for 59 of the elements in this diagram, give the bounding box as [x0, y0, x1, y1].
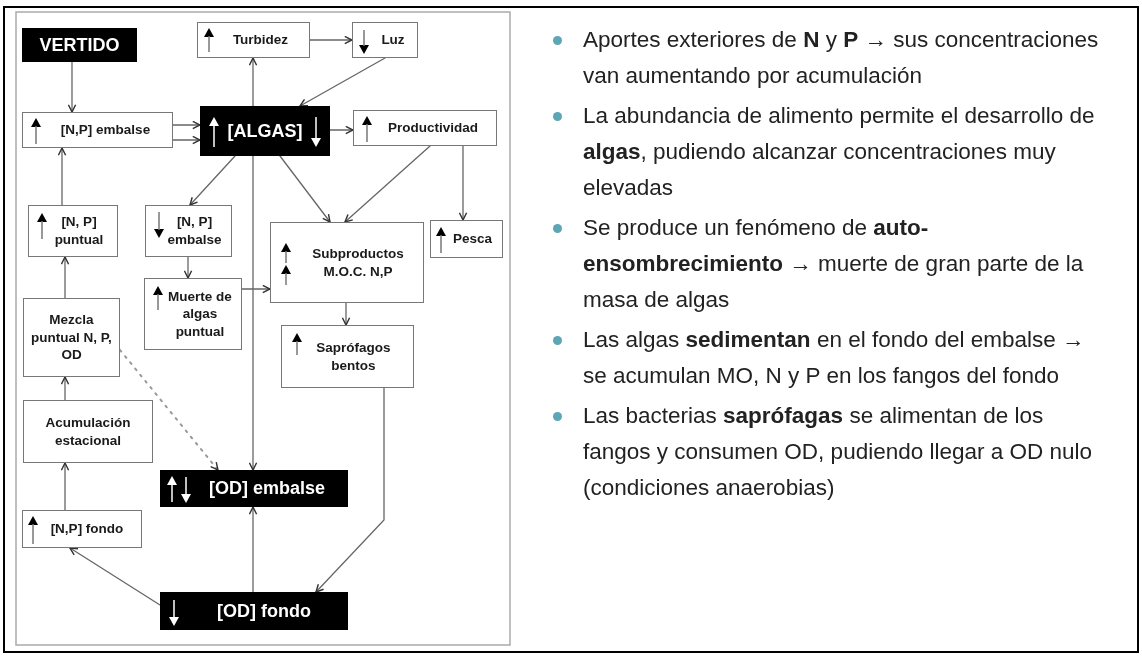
arrow: [67, 61, 77, 113]
process-box: [281, 325, 414, 388]
node-label: Saprófagos bentos: [315, 338, 392, 375]
node-label: [N,P] embalse: [60, 121, 151, 139]
bullet-text: Aportes exteriores de N y P → sus concentraciones van aumentando por acumulación: [583, 26, 1100, 90]
arrow: [60, 376, 70, 401]
arrow: [57, 147, 67, 206]
highlight-box: [160, 592, 348, 630]
arrow: [172, 135, 201, 145]
arrow: [329, 125, 354, 135]
arrow: [248, 155, 258, 471]
node-label: [OD] fondo: [217, 600, 311, 622]
highlight-box: [22, 28, 137, 62]
arrow: [315, 387, 385, 593]
node-label: Turbidez: [232, 31, 289, 49]
node-label: [OD] embalse: [208, 478, 325, 499]
arrow: [309, 35, 353, 45]
node-label: Mezcla puntual N, P, OD: [30, 311, 113, 364]
arrow: [458, 145, 468, 221]
process-box: [270, 222, 424, 303]
node-label: [ALGAS]: [227, 120, 303, 142]
process-box: [144, 278, 242, 350]
arrow: [248, 506, 258, 593]
node-label: Subproductos M.O.C. N,P: [311, 244, 405, 281]
node-label: [N, P] puntual: [53, 213, 105, 249]
arrow: [189, 155, 236, 206]
node-label: [N, P] embalse: [166, 213, 223, 249]
arrow: [341, 302, 351, 326]
dotted-arrow: [119, 349, 219, 471]
process-box: [28, 205, 118, 257]
node-label: Acumulación estacional: [44, 413, 132, 450]
process-box: [352, 22, 418, 58]
process-box: [22, 510, 142, 548]
arrow: [248, 57, 258, 107]
process-box: [430, 220, 503, 258]
node-label: [N,P] fondo: [50, 520, 124, 538]
bullet-text: Las bacterias saprófagas se alimentan de los fangos y consumen OD, pudiendo llegar a OD nulo (condiciones anaerobias): [583, 402, 1094, 502]
process-box: [23, 298, 120, 377]
node-label: Muerte de algas puntual: [167, 287, 233, 341]
arrow: [183, 256, 193, 279]
arrow: [279, 155, 331, 223]
arrow: [172, 120, 201, 130]
node-label: Luz: [381, 31, 405, 49]
arrow: [241, 284, 271, 294]
process-box: [197, 22, 310, 58]
arrow: [60, 462, 70, 511]
process-box: [353, 110, 497, 146]
arrow: [344, 145, 431, 223]
node-label: VERTIDO: [39, 34, 120, 56]
node-label: Pesca: [452, 230, 492, 248]
highlight-box: [160, 470, 348, 507]
arrow: [69, 547, 161, 606]
arrow: [60, 256, 70, 299]
arrow: [299, 57, 386, 107]
highlight-box: [200, 106, 330, 156]
process-box: [22, 112, 173, 148]
process-box: [23, 400, 153, 463]
node-label: Productividad: [388, 119, 478, 137]
process-box: [145, 205, 232, 257]
